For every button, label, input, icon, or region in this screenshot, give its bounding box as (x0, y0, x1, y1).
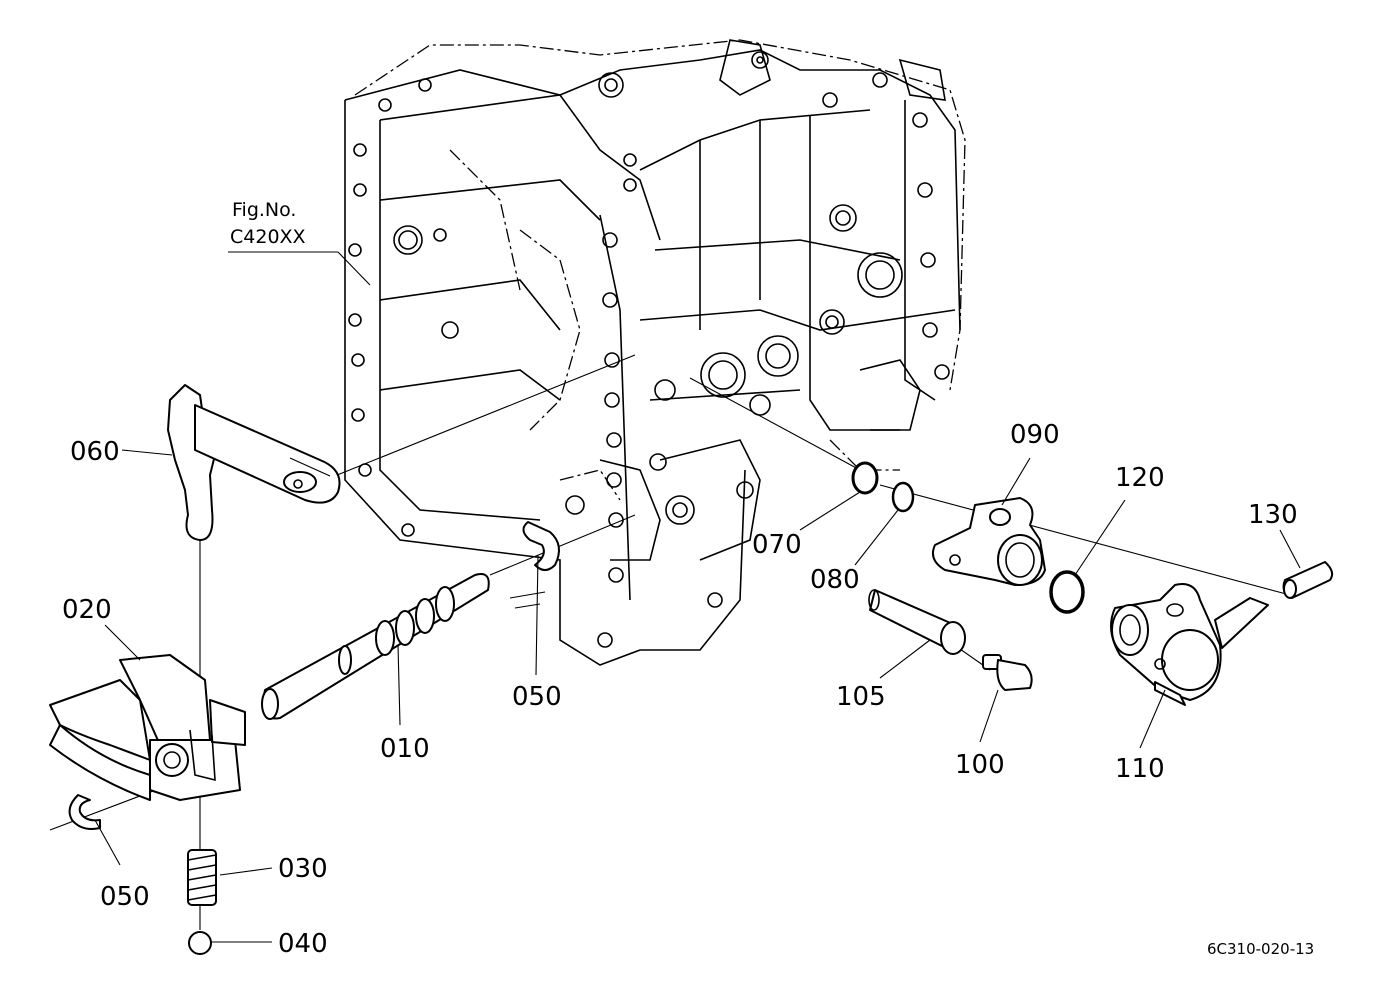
shift-fork-020 (49, 654, 246, 801)
label-060: 060 (70, 437, 120, 467)
spring-030 (187, 849, 217, 906)
label-030: 030 (278, 854, 328, 884)
label-105: 105 (836, 682, 886, 712)
label-100: 100 (955, 750, 1005, 780)
housing-holes (348, 51, 950, 648)
pin-105 (868, 589, 966, 655)
o-ring-070 (851, 461, 879, 495)
bolt-100 (982, 654, 1033, 691)
label-130: 130 (1248, 500, 1298, 530)
label-010: 010 (380, 734, 430, 764)
figure-ref-line1: Fig.No. (232, 199, 296, 221)
leader-lines (94, 251, 1301, 943)
ball-040 (188, 931, 212, 955)
label-050-lower: 050 (100, 882, 150, 912)
label-040: 040 (278, 929, 328, 959)
label-120: 120 (1115, 463, 1165, 493)
snap-ring-050-upper (522, 521, 560, 571)
o-ring-120 (1049, 570, 1085, 614)
drawing-code: 6C310-020-13 (1207, 940, 1314, 958)
label-090: 090 (1010, 420, 1060, 450)
label-080: 080 (810, 565, 860, 595)
snap-ring-050-lower (68, 794, 101, 830)
shift-arm-060 (167, 384, 341, 541)
label-020: 020 (62, 595, 112, 625)
shift-rod-010 (261, 573, 490, 720)
transmission-housing (344, 39, 966, 666)
label-050-upper: 050 (512, 682, 562, 712)
pin-130 (1282, 561, 1334, 599)
o-ring-080 (891, 481, 915, 513)
bracket-090 (932, 497, 1046, 586)
figure-ref-line2: C420XX (230, 226, 306, 248)
shift-housing-110 (1110, 583, 1269, 706)
label-110: 110 (1115, 754, 1165, 784)
label-070: 070 (752, 530, 802, 560)
